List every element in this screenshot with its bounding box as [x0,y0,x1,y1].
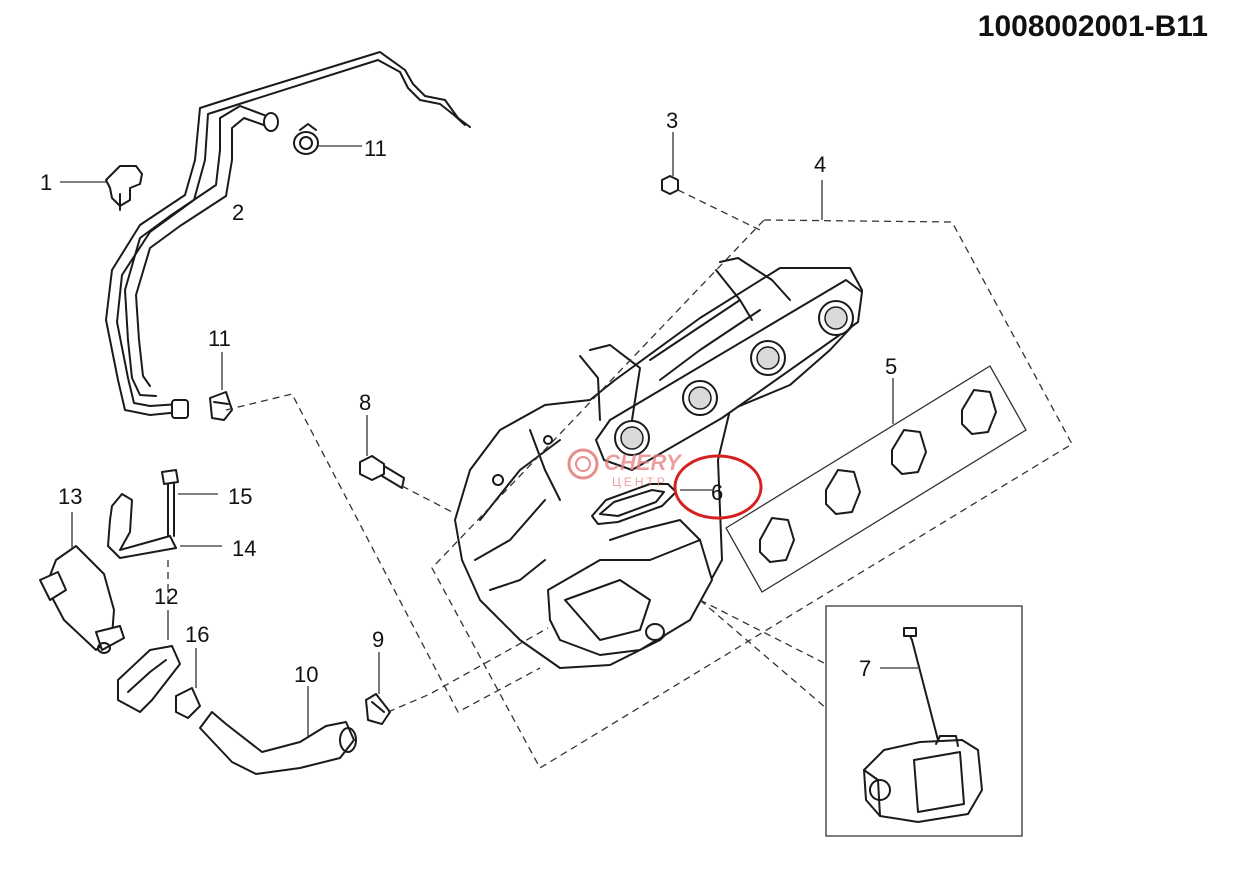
part-6-throttle-gasket [591,454,763,525]
part-5-runner-gaskets [725,365,1027,593]
callout-11-top: 11 [364,136,387,161]
callout-8: 8 [359,390,371,415]
part-12-bracket [117,610,181,713]
part-11-clamp-top [293,123,362,155]
part-2-breather-hose [105,51,471,419]
part-9-clamp [365,652,391,725]
callout-16: 16 [185,622,209,647]
part-10-hose [199,686,357,775]
callout-13: 13 [58,484,82,509]
callout-11-lower: 11 [208,326,231,351]
assembly-lines [167,180,1073,769]
callout-1: 1 [40,170,52,195]
callout-2: 2 [232,200,244,225]
callout-5: 5 [885,354,897,379]
callout-labels: 1 2 3 4 5 6 7 8 9 10 11 11 12 13 14 15 1… [40,108,897,687]
chery-centr-watermark: CHERY ЦЕНТР [567,448,683,489]
highlight-circle [673,454,763,520]
part-4-intake-manifold [454,257,863,669]
callout-9: 9 [372,627,384,652]
callout-14: 14 [232,536,256,561]
callout-12: 12 [154,584,178,609]
part-1-bracket [60,165,143,211]
callout-10: 10 [294,662,318,687]
part-11-clamp-lower [209,352,233,421]
part-8-bolt [359,415,405,489]
part-16-clamp [175,648,201,719]
part-13-purge-valve [39,512,125,654]
part-15-bolt [161,469,218,537]
part-7-throttle-body [825,605,1023,837]
part-number-title: 1008002001-B11 [977,10,1208,43]
watermark-brand: CHERY [604,450,683,475]
part-14-bracket-plate [107,493,222,559]
callout-15: 15 [228,484,252,509]
watermark-subtitle: ЦЕНТР [612,475,668,489]
callout-3: 3 [666,108,678,133]
callout-4: 4 [814,152,826,177]
part-3-nut [661,132,679,195]
callout-6: 6 [711,480,723,505]
callout-7: 7 [859,656,871,681]
